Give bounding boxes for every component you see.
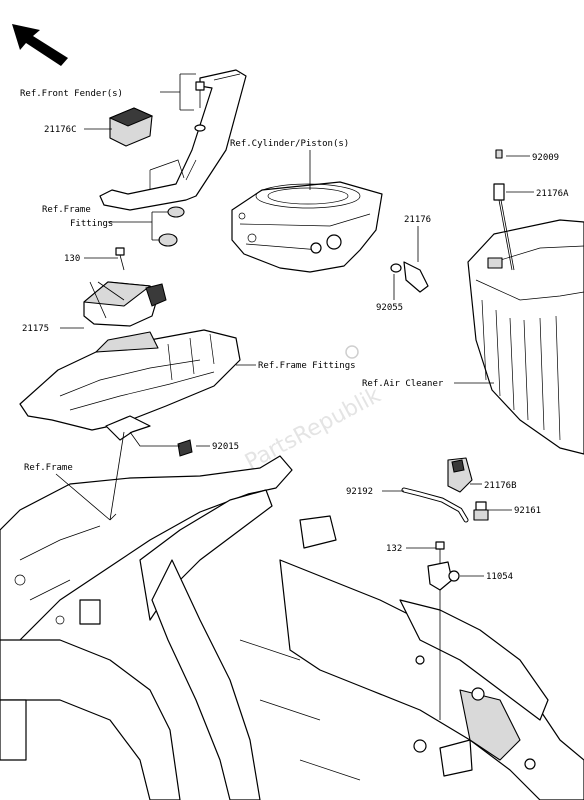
bolt-front-fender <box>194 81 206 132</box>
bracket-92015 <box>177 439 193 457</box>
fitting-92161 <box>473 501 489 521</box>
ecu-21175 <box>83 281 167 327</box>
label-ref-frame-fittings-b: Ref.Frame Fittings <box>258 361 356 371</box>
label-11054: 11054 <box>486 572 513 582</box>
label-21176C: 21176C <box>44 125 77 135</box>
bracket-11054 <box>427 561 460 591</box>
label-ref-air-cleaner: Ref.Air Cleaner <box>362 379 444 389</box>
label-92161: 92161 <box>514 506 541 516</box>
air-cleaner-box <box>467 219 584 455</box>
label-21176B: 21176B <box>484 481 517 491</box>
label-132: 132 <box>386 544 402 554</box>
label-92015: 92015 <box>212 442 239 452</box>
label-ref-cylinder: Ref.Cylinder/Piston(s) <box>230 139 349 149</box>
label-92192: 92192 <box>346 487 373 497</box>
hose-92192 <box>401 487 469 523</box>
watermark-text: PartsRepublik <box>241 383 385 475</box>
arrow-up-left-icon <box>12 24 68 66</box>
label-ref-front-fender: Ref.Front Fender(s) <box>20 89 123 99</box>
watermark-gear-icon <box>345 345 359 359</box>
label-92055: 92055 <box>376 303 403 313</box>
label-21176: 21176 <box>404 215 431 225</box>
label-ref-frame-fittings-2: Fittings <box>70 219 113 229</box>
label-21175: 21175 <box>22 324 49 334</box>
sensor-21176 <box>390 261 429 293</box>
relay-21176C <box>108 107 154 147</box>
bolt-130 <box>115 247 125 271</box>
sensor-21176B <box>447 457 473 493</box>
label-130: 130 <box>64 254 80 264</box>
front-fender-bracket <box>99 69 247 211</box>
sensor-21176A <box>493 149 515 271</box>
label-92009: 92009 <box>532 153 559 163</box>
cylinder <box>231 181 383 273</box>
grommets <box>158 206 185 247</box>
label-ref-frame: Ref.Frame <box>24 463 73 473</box>
label-21176A: 21176A <box>536 189 569 199</box>
label-ref-frame-fittings-1: Ref.Frame <box>42 205 91 215</box>
frame <box>0 455 584 800</box>
ecu-holder <box>19 329 241 441</box>
